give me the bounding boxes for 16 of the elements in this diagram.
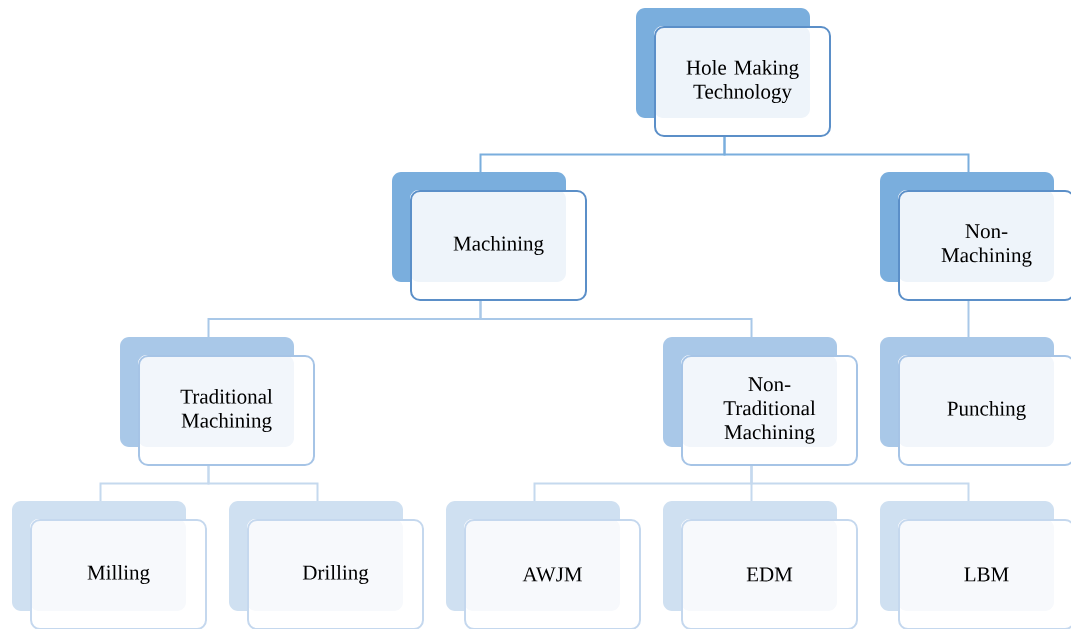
connector [479, 300, 753, 338]
connector [207, 465, 319, 502]
process-box: Traditional Machining [120, 337, 315, 466]
process-box: Non-Machining [880, 172, 1071, 301]
connector [723, 136, 970, 173]
process-box: AWJM [446, 501, 641, 629]
process-box: Drilling [229, 501, 424, 629]
process-box: Non-Traditional Machining [663, 337, 858, 466]
connector [967, 300, 970, 338]
process-box: Punching [880, 337, 1071, 466]
process-box: EDM [663, 501, 858, 629]
process-box: Milling [12, 501, 207, 629]
connector [750, 465, 970, 502]
process-box: Hole Making Technology [636, 8, 831, 137]
process-box: LBM [880, 501, 1071, 629]
process-box: Machining [392, 172, 587, 301]
